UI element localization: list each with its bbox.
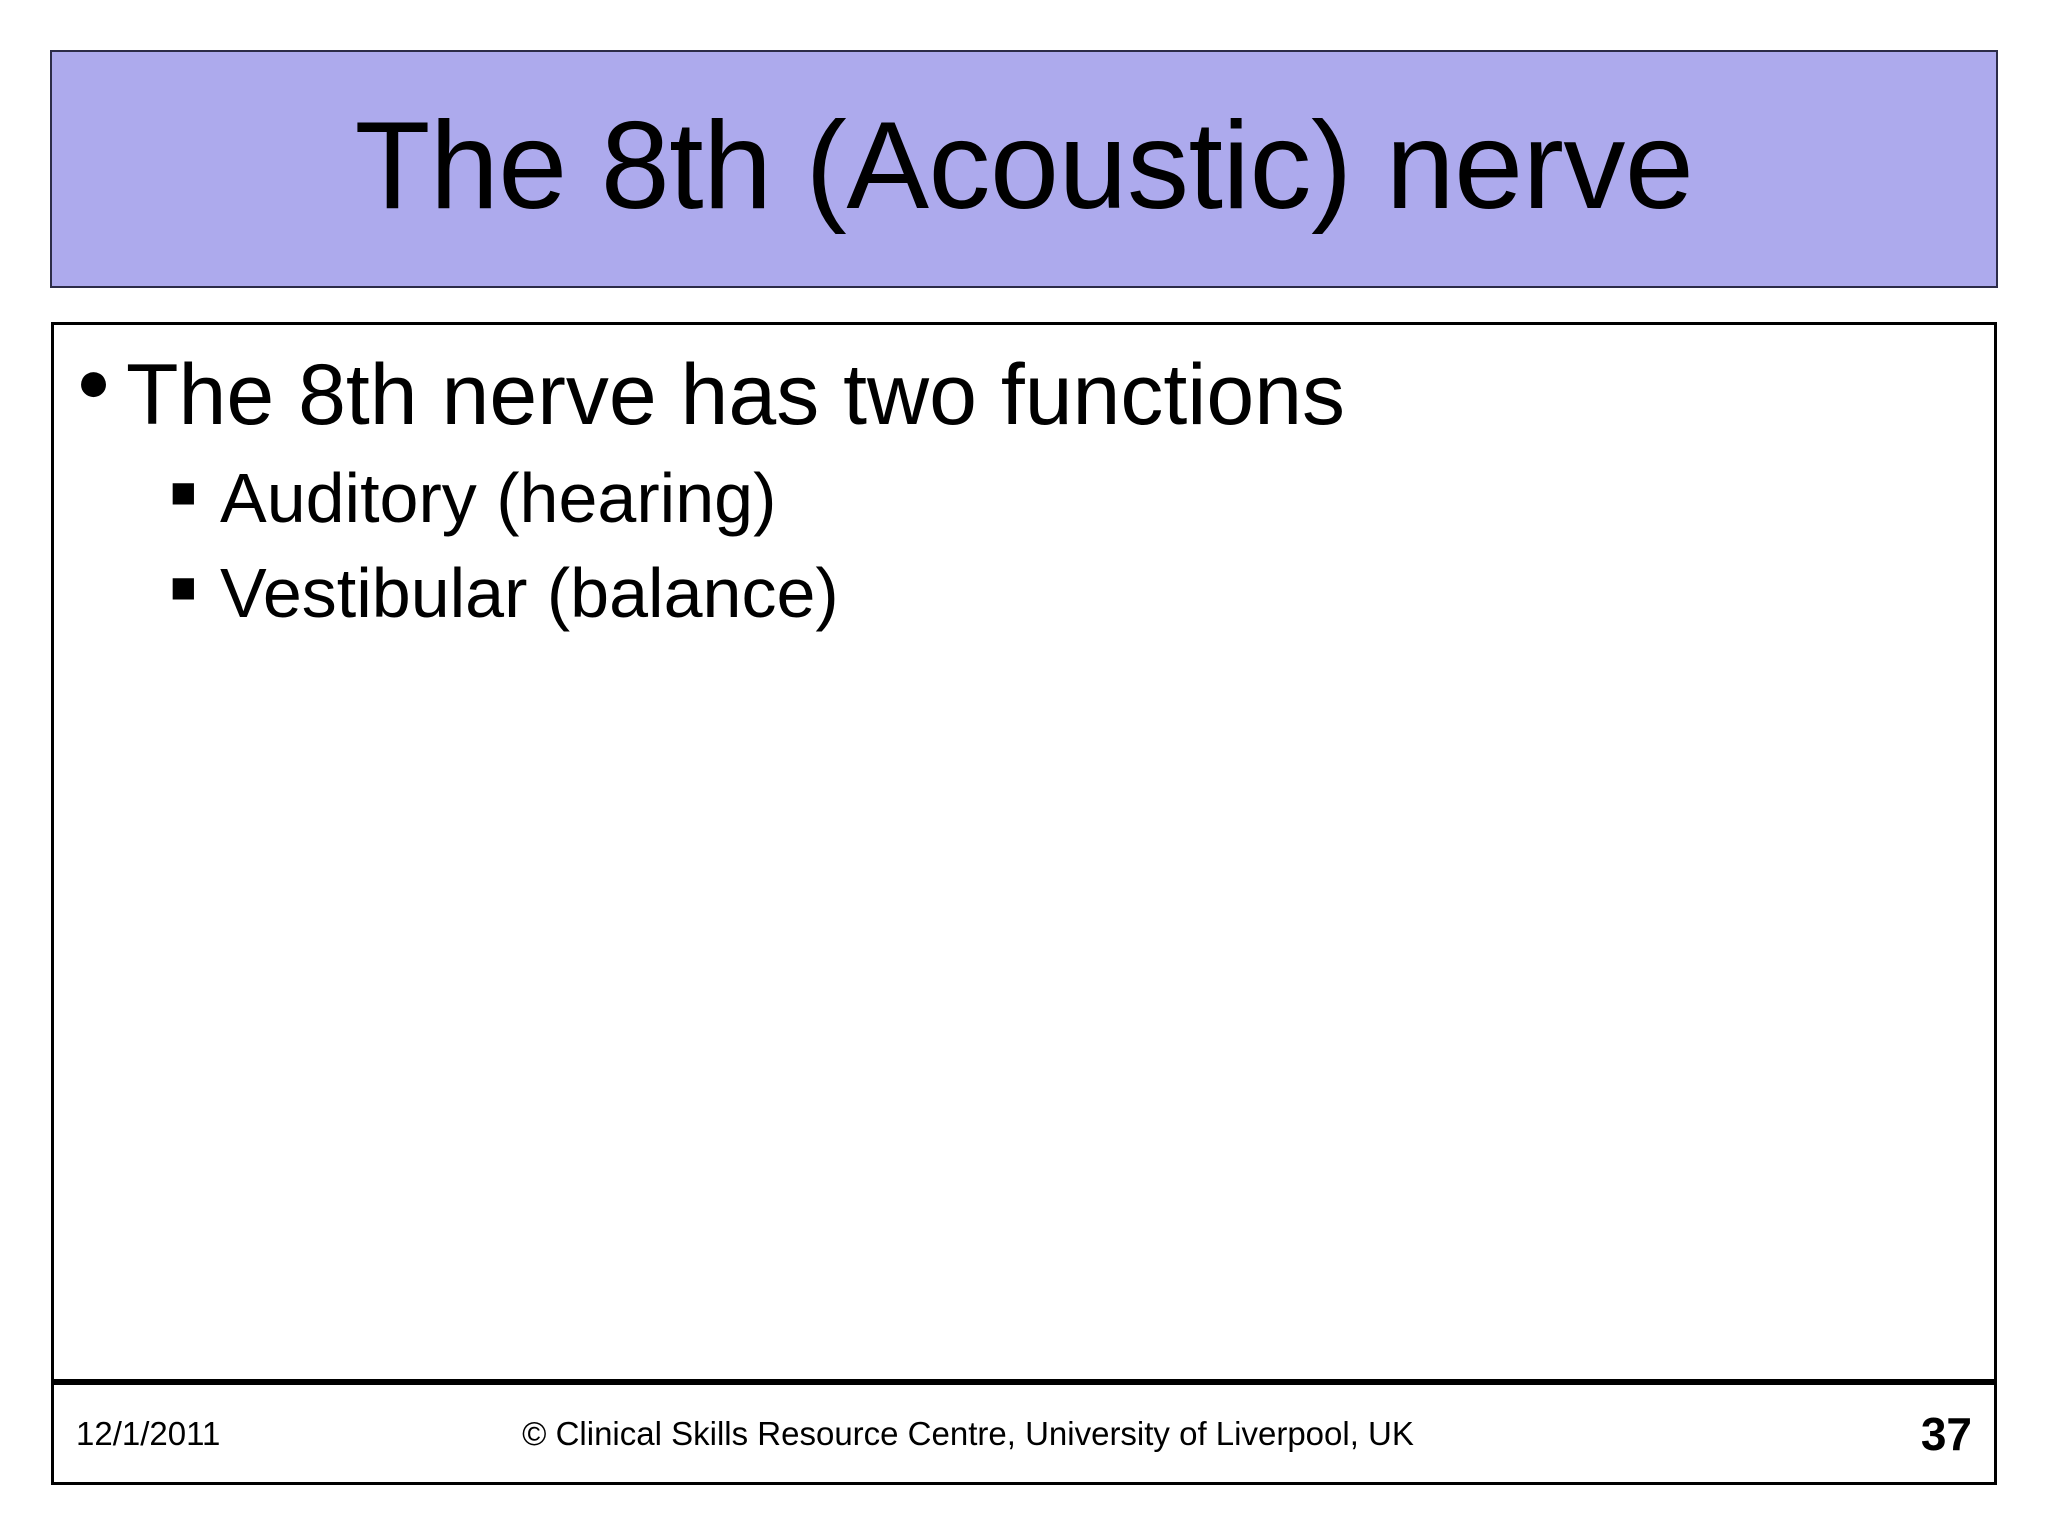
square-bullet-icon: ■ [170,562,197,612]
footer-copyright: © Clinical Skills Resource Centre, Unive… [522,1414,1414,1452]
slide-title-box: The 8th (Acoustic) nerve [50,50,1998,288]
slide-content-box: ● The 8th nerve has two functions ■ Audi… [51,322,1997,1382]
bullet-text-level2-vestibular: Vestibular (balance) [220,553,839,632]
bullet-text-level2-auditory: Auditory (hearing) [220,459,777,538]
round-bullet-icon: ● [76,349,112,414]
page-number: 37 [1920,1407,1972,1460]
bullet-list: ● The 8th nerve has two functions ■ Audi… [54,325,1994,632]
footer-date: 12/1/2011 [76,1414,221,1452]
list-item: ■ Vestibular (balance) [54,538,1994,632]
list-item: ● The 8th nerve has two functions [54,325,1994,443]
square-bullet-icon: ■ [170,468,197,518]
slide-footer: 12/1/2011 © Clinical Skills Resource Cen… [51,1382,1997,1485]
list-item: ■ Auditory (hearing) [54,443,1994,537]
bullet-text-level1: The 8th nerve has two functions [126,347,1346,443]
page-title: The 8th (Acoustic) nerve [354,96,1694,235]
